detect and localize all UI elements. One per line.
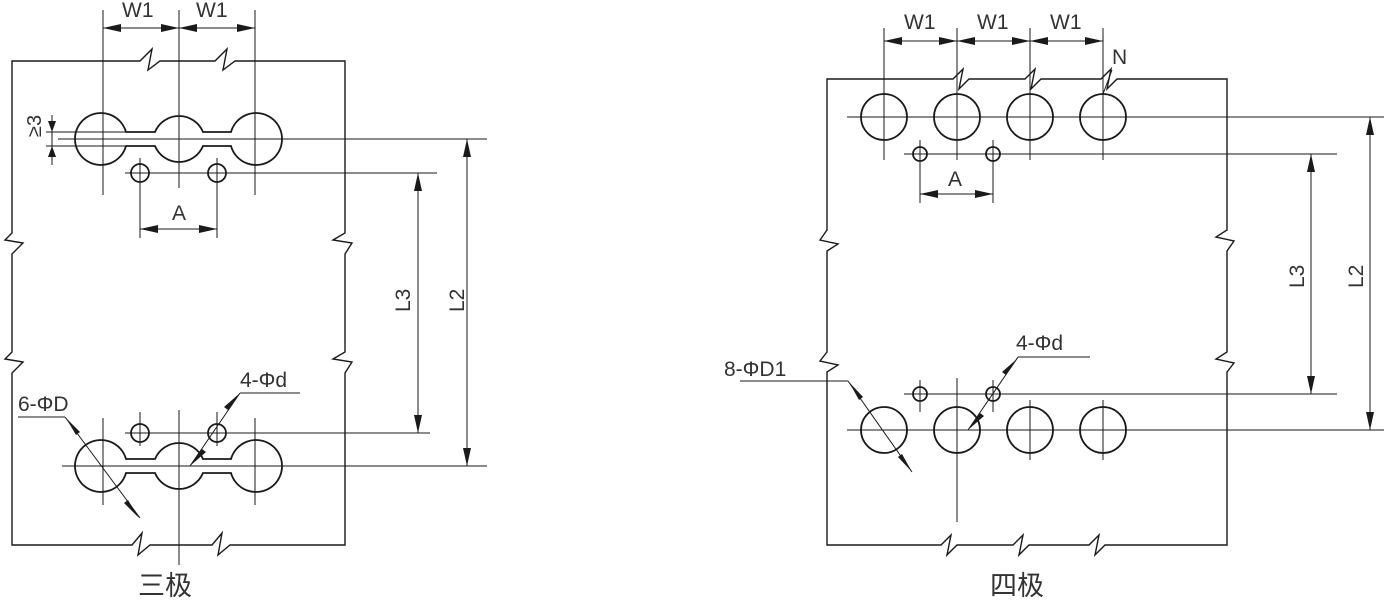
four-pole-small-hole bbox=[985, 386, 1001, 402]
three-pole-w1-label-2: W1 bbox=[196, 0, 228, 22]
four-pole-l2-label: L2 bbox=[1345, 265, 1368, 288]
three-pole-l2-label: L2 bbox=[446, 289, 469, 312]
four-pole-big-hole bbox=[860, 406, 908, 454]
three-pole-caption: 三极 bbox=[138, 571, 192, 602]
four-pole-small-hole-label: 4-Φd bbox=[1016, 332, 1063, 355]
four-pole-big-hole bbox=[933, 406, 981, 454]
three-pole-top-slot bbox=[74, 112, 283, 166]
four-pole-w1-label-1: W1 bbox=[904, 11, 936, 34]
three-pole-small-hole bbox=[207, 163, 227, 183]
three-pole-small-hole bbox=[130, 423, 150, 443]
three-pole-bottom-slot bbox=[74, 439, 283, 493]
three-pole-l3-label: L3 bbox=[392, 289, 415, 312]
three-pole-a-label: A bbox=[172, 202, 186, 225]
three-pole-small-hole bbox=[130, 163, 150, 183]
four-pole-w1-label-2: W1 bbox=[977, 11, 1009, 34]
three-pole-ge3-label: ≥3 bbox=[24, 115, 46, 137]
four-pole-l3-label: L3 bbox=[1286, 265, 1309, 288]
three-pole-w1-label-1: W1 bbox=[122, 0, 154, 22]
four-pole-n-label: N bbox=[1112, 46, 1127, 69]
four-pole-small-hole bbox=[912, 146, 928, 162]
four-pole-big-hole bbox=[860, 93, 908, 141]
four-pole-big-hole bbox=[1079, 406, 1127, 454]
four-pole-big-hole bbox=[1006, 93, 1054, 141]
four-pole-panel: W1 W1 W1 N A L3 L2 8-ΦD1 4-Φd 四极 bbox=[724, 11, 1384, 602]
three-pole-small-hole bbox=[207, 423, 227, 443]
four-pole-big-hole-label: 8-ΦD1 bbox=[724, 358, 786, 381]
three-pole-panel: W1 W1 A ≥3 L3 L2 6-ΦD 4-Φd 三极 bbox=[3, 0, 487, 602]
four-pole-small-hole bbox=[985, 146, 1001, 162]
four-pole-a-label: A bbox=[948, 168, 962, 191]
four-pole-w1-label-3: W1 bbox=[1050, 11, 1082, 34]
four-pole-big-hole bbox=[933, 93, 981, 141]
four-pole-outline bbox=[818, 66, 1236, 558]
four-pole-caption: 四极 bbox=[990, 571, 1044, 602]
three-pole-big-hole-label: 6-ΦD bbox=[18, 393, 69, 416]
three-pole-outline bbox=[3, 46, 354, 557]
four-pole-small-hole bbox=[912, 386, 928, 402]
four-pole-big-hole bbox=[1006, 406, 1054, 454]
three-pole-small-hole-label: 4-Φd bbox=[240, 369, 287, 392]
